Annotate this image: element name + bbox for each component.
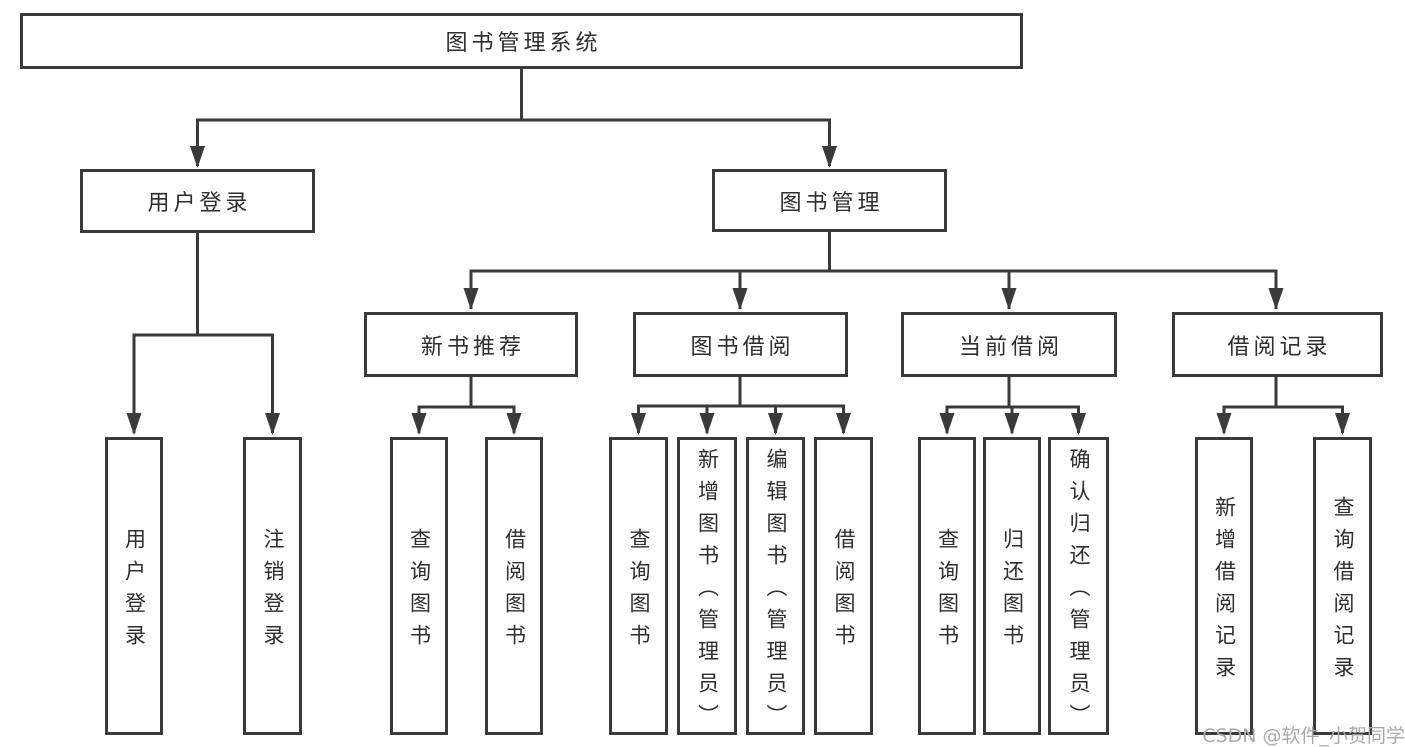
connector-borrow-records [1222, 377, 1344, 433]
node-label: 查询图书 [935, 527, 960, 656]
node-borrow-records: 借阅记录 [1172, 312, 1383, 377]
node-user-login: 用户登录 [80, 169, 315, 233]
node-current-borrow: 当前借阅 [901, 312, 1117, 377]
connector-book-management [469, 232, 1278, 309]
leaf-logout: 注销登录 [243, 437, 302, 735]
connector-user-login [132, 233, 274, 433]
node-label: 借阅图书 [502, 527, 527, 656]
node-label: 归还图书 [1000, 527, 1025, 656]
leaf-borrow-books: 借阅图书 [814, 437, 873, 735]
node-label: 当前借阅 [958, 334, 1063, 360]
connector-new-book-recommend [417, 377, 516, 433]
connector-current-borrow [945, 377, 1080, 433]
node-label: 图书借阅 [690, 334, 795, 360]
leaf-add-borrow-record: 新增借阅记录 [1195, 437, 1253, 735]
node-library-management-system: 图书管理系统 [20, 13, 1023, 69]
connector-root [196, 69, 831, 166]
leaf-edit-books-admin: 编辑图书（管理员） [746, 437, 805, 736]
csdn-watermark: CSDN @软件_小贺同学 [1202, 725, 1405, 747]
node-label: 图书管理 [779, 190, 884, 216]
leaf-add-books-admin: 新增图书（管理员） [677, 437, 737, 736]
leaf-query-borrow-record: 查询借阅记录 [1313, 437, 1372, 735]
node-label: 借阅记录 [1227, 334, 1332, 360]
node-new-book-recommend: 新书推荐 [364, 312, 578, 377]
node-book-borrow: 图书借阅 [633, 312, 848, 377]
node-label: 查询借阅记录 [1331, 495, 1355, 688]
node-label: 用户登录 [147, 191, 252, 216]
node-label: 图书管理系统 [445, 31, 602, 56]
node-label: 用户登录 [122, 527, 147, 656]
node-book-management: 图书管理 [712, 169, 947, 232]
node-label: 注销登录 [261, 527, 285, 656]
node-label: 新增图书（管理员） [695, 447, 720, 736]
connector-book-borrow [637, 377, 845, 433]
node-label: 确认归还（管理员） [1067, 447, 1091, 736]
node-label: 借阅图书 [832, 527, 856, 656]
leaf-query-books-borrow: 查询图书 [609, 437, 668, 735]
leaf-return-books: 归还图书 [983, 437, 1041, 735]
leaf-borrow-books-recommend: 借阅图书 [485, 437, 543, 735]
node-label: 新书推荐 [420, 334, 525, 360]
node-label: 查询图书 [627, 527, 651, 656]
node-label: 编辑图书（管理员） [764, 447, 788, 736]
node-label: 新增借阅记录 [1212, 495, 1237, 688]
node-label: 查询图书 [407, 527, 432, 656]
leaf-confirm-return-admin: 确认归还（管理员） [1048, 437, 1109, 736]
leaf-query-books-current: 查询图书 [918, 437, 976, 735]
leaf-query-books-recommend: 查询图书 [390, 437, 448, 735]
leaf-user-login: 用户登录 [105, 437, 163, 735]
